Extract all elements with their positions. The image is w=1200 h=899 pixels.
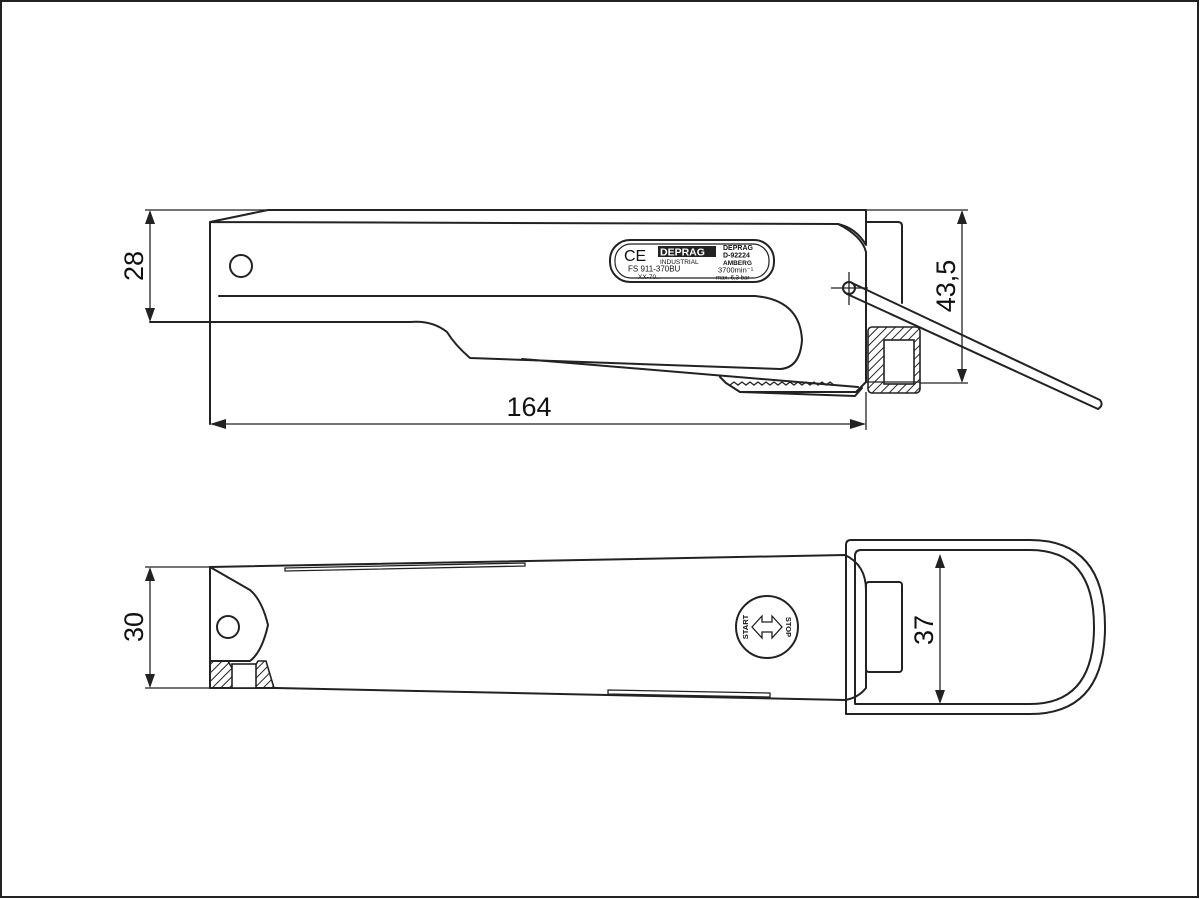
start-stop-button-circle xyxy=(735,595,799,659)
side-hanger-bracket xyxy=(865,221,903,304)
side-suspension-rod xyxy=(846,282,1103,410)
start-stop-button: START STOP xyxy=(735,595,799,659)
stop-label: STOP xyxy=(784,617,793,637)
nameplate-postcode: D-92224 xyxy=(723,253,750,260)
nameplate-outer xyxy=(609,239,775,283)
dimension-28: 28 xyxy=(119,209,268,322)
dimension-37: 37 xyxy=(909,554,945,704)
top-hanger-loop-inner xyxy=(854,549,1095,705)
start-label: START xyxy=(741,614,750,639)
double-arrow-icon xyxy=(751,614,783,640)
dimension-164: 164 xyxy=(210,392,867,430)
top-head-outline xyxy=(209,566,269,662)
nameplate-model: FS 911-370BU xyxy=(628,265,681,274)
dimension-28-label: 28 xyxy=(119,251,149,281)
nameplate-maker: DEPRAG xyxy=(723,245,754,252)
nameplate-speed: 3700min⁻¹ xyxy=(718,266,754,275)
top-hanger-loop-outer xyxy=(845,539,1106,715)
top-grip-slot-lower xyxy=(607,689,771,698)
top-body-outline xyxy=(209,554,867,701)
top-grip-slot-upper xyxy=(284,562,526,572)
side-grip-recess xyxy=(149,295,803,370)
nameplate-serial: XX-70.. xyxy=(638,274,660,281)
dimension-37-label: 37 xyxy=(909,615,939,645)
side-body-lower xyxy=(739,223,867,393)
top-head-socket xyxy=(231,663,257,689)
top-head-hole xyxy=(216,615,240,639)
dimension-164-label: 164 xyxy=(506,392,551,422)
side-grip-lower xyxy=(521,358,859,388)
nameplate-pressure: max. 6,3 bar xyxy=(716,276,749,282)
side-trigger-teeth xyxy=(729,381,835,386)
top-hanger-slot xyxy=(865,581,903,673)
nameplate-brand-sub: INDUSTRIAL xyxy=(660,259,699,266)
nameplate-ce-mark: CE xyxy=(624,248,646,265)
nameplate-inner xyxy=(614,243,770,279)
side-view: CE DEPRAG INDUSTRIAL FS 911-370BU XX-70.… xyxy=(119,209,1103,430)
top-view: START STOP 30 37 xyxy=(119,539,1106,715)
nameplate-brand-box xyxy=(658,246,716,257)
side-mount-hole xyxy=(229,254,253,278)
dimension-30-label: 30 xyxy=(119,612,149,642)
side-trigger-lever xyxy=(719,376,863,397)
nameplate: CE DEPRAG INDUSTRIAL FS 911-370BU XX-70.… xyxy=(609,239,775,283)
nameplate-city: AMBERG xyxy=(723,260,752,267)
side-output-bore xyxy=(883,339,915,385)
dimension-43-5-label: 43,5 xyxy=(931,260,961,313)
dimension-30: 30 xyxy=(119,566,210,689)
dimension-43-5: 43,5 xyxy=(866,209,968,384)
nameplate-brand: DEPRAG xyxy=(660,247,705,259)
